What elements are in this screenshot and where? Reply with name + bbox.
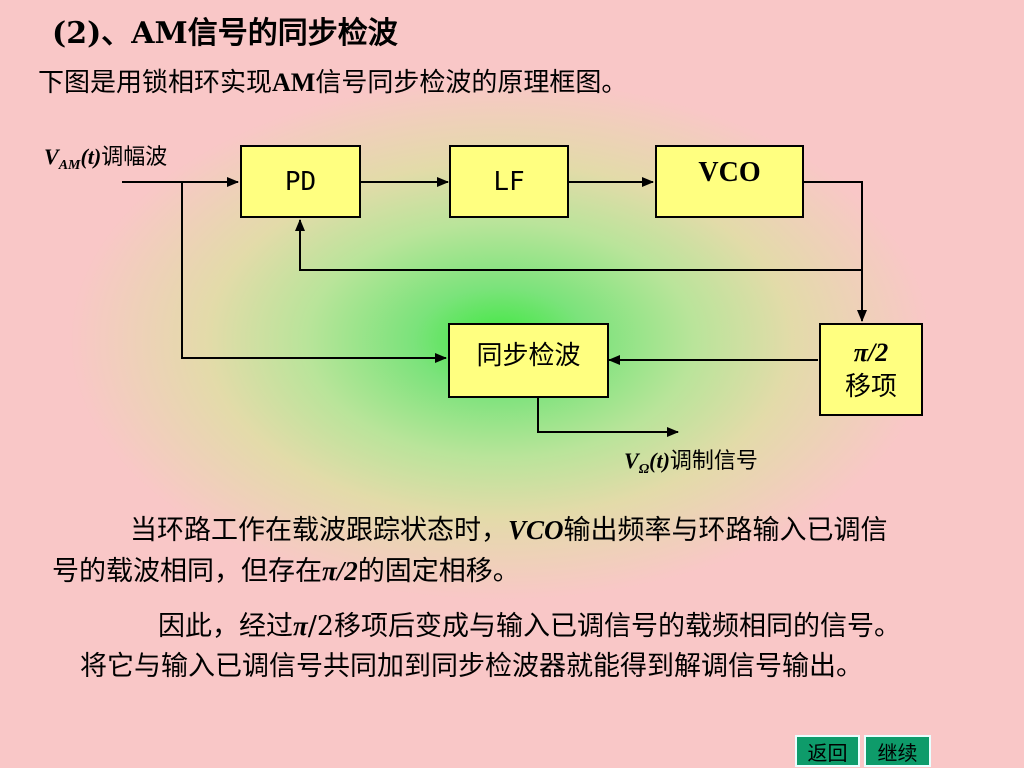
pd-block: PD	[240, 145, 361, 218]
continue-button[interactable]: 继续	[864, 735, 931, 767]
wire-vco-to-shifter	[804, 181, 867, 322]
output-sub: Ω	[638, 462, 650, 478]
input-signal-label: VAM(t)调幅波	[44, 139, 167, 174]
p2-pre: 因此，经过	[158, 611, 293, 642]
input-text: 调幅波	[101, 145, 168, 170]
wire-input-to-detector	[181, 182, 447, 363]
subtitle-pre: 下图是用锁相环实现	[38, 68, 273, 98]
input-v: V	[44, 144, 59, 169]
p1-post: 的固定相移。	[357, 556, 520, 587]
wire-feedback-to-pd	[295, 219, 862, 271]
p1-pre: 当环路工作在载波跟踪状态时，	[130, 515, 508, 546]
lf-block: LF	[449, 145, 569, 218]
phase-shift-pi: π/2	[853, 337, 889, 367]
paragraph-2: 因此，经过π/2移项后变成与输入已调信号的载频相同的信号。将它与输入已调信号共同…	[80, 606, 910, 687]
vco-block: VCO	[655, 145, 804, 218]
output-v: V	[624, 448, 639, 473]
page-subtitle: 下图是用锁相环实现AM信号同步检波的原理框图。	[38, 62, 627, 99]
back-button[interactable]: 返回	[795, 735, 860, 767]
sync-detector-block: 同步检波	[448, 323, 609, 398]
output-t: (t)	[649, 448, 670, 473]
input-t: (t)	[80, 144, 102, 169]
wire-detector-output	[537, 398, 679, 437]
output-text: 调制信号	[669, 449, 758, 474]
p1-vco: VCO	[508, 515, 564, 545]
vco-label: VCO	[698, 157, 761, 188]
p2-post: /2移项后变成与输入已调信号的载频相同的信号。将它与输入已调信号共同加到同步检波…	[80, 611, 902, 682]
phase-shifter-block: π/2 移项	[819, 323, 923, 416]
subtitle-post: 信号同步检波的原理框图。	[315, 68, 628, 98]
pd-label: PD	[284, 166, 317, 197]
p1-mid: 输出频率与环路输入已调信号的载波相同，但存在	[52, 515, 888, 587]
input-sub: AM	[58, 158, 81, 174]
sync-detector-label: 同步检波	[476, 341, 581, 371]
paragraph-1: 当环路工作在载波跟踪状态时，VCO输出频率与环路输入已调信号的载波相同，但存在π…	[52, 510, 892, 592]
p2-pi: π	[293, 611, 308, 641]
page-title: (2)、AM信号的同步检波	[52, 16, 398, 51]
output-signal-label: VΩ(t)调制信号	[624, 443, 758, 478]
subtitle-am: AM	[272, 68, 316, 97]
p1-pi: π/2	[322, 556, 358, 586]
lf-label: LF	[493, 166, 525, 197]
phase-shift-text: 移项	[844, 371, 897, 402]
